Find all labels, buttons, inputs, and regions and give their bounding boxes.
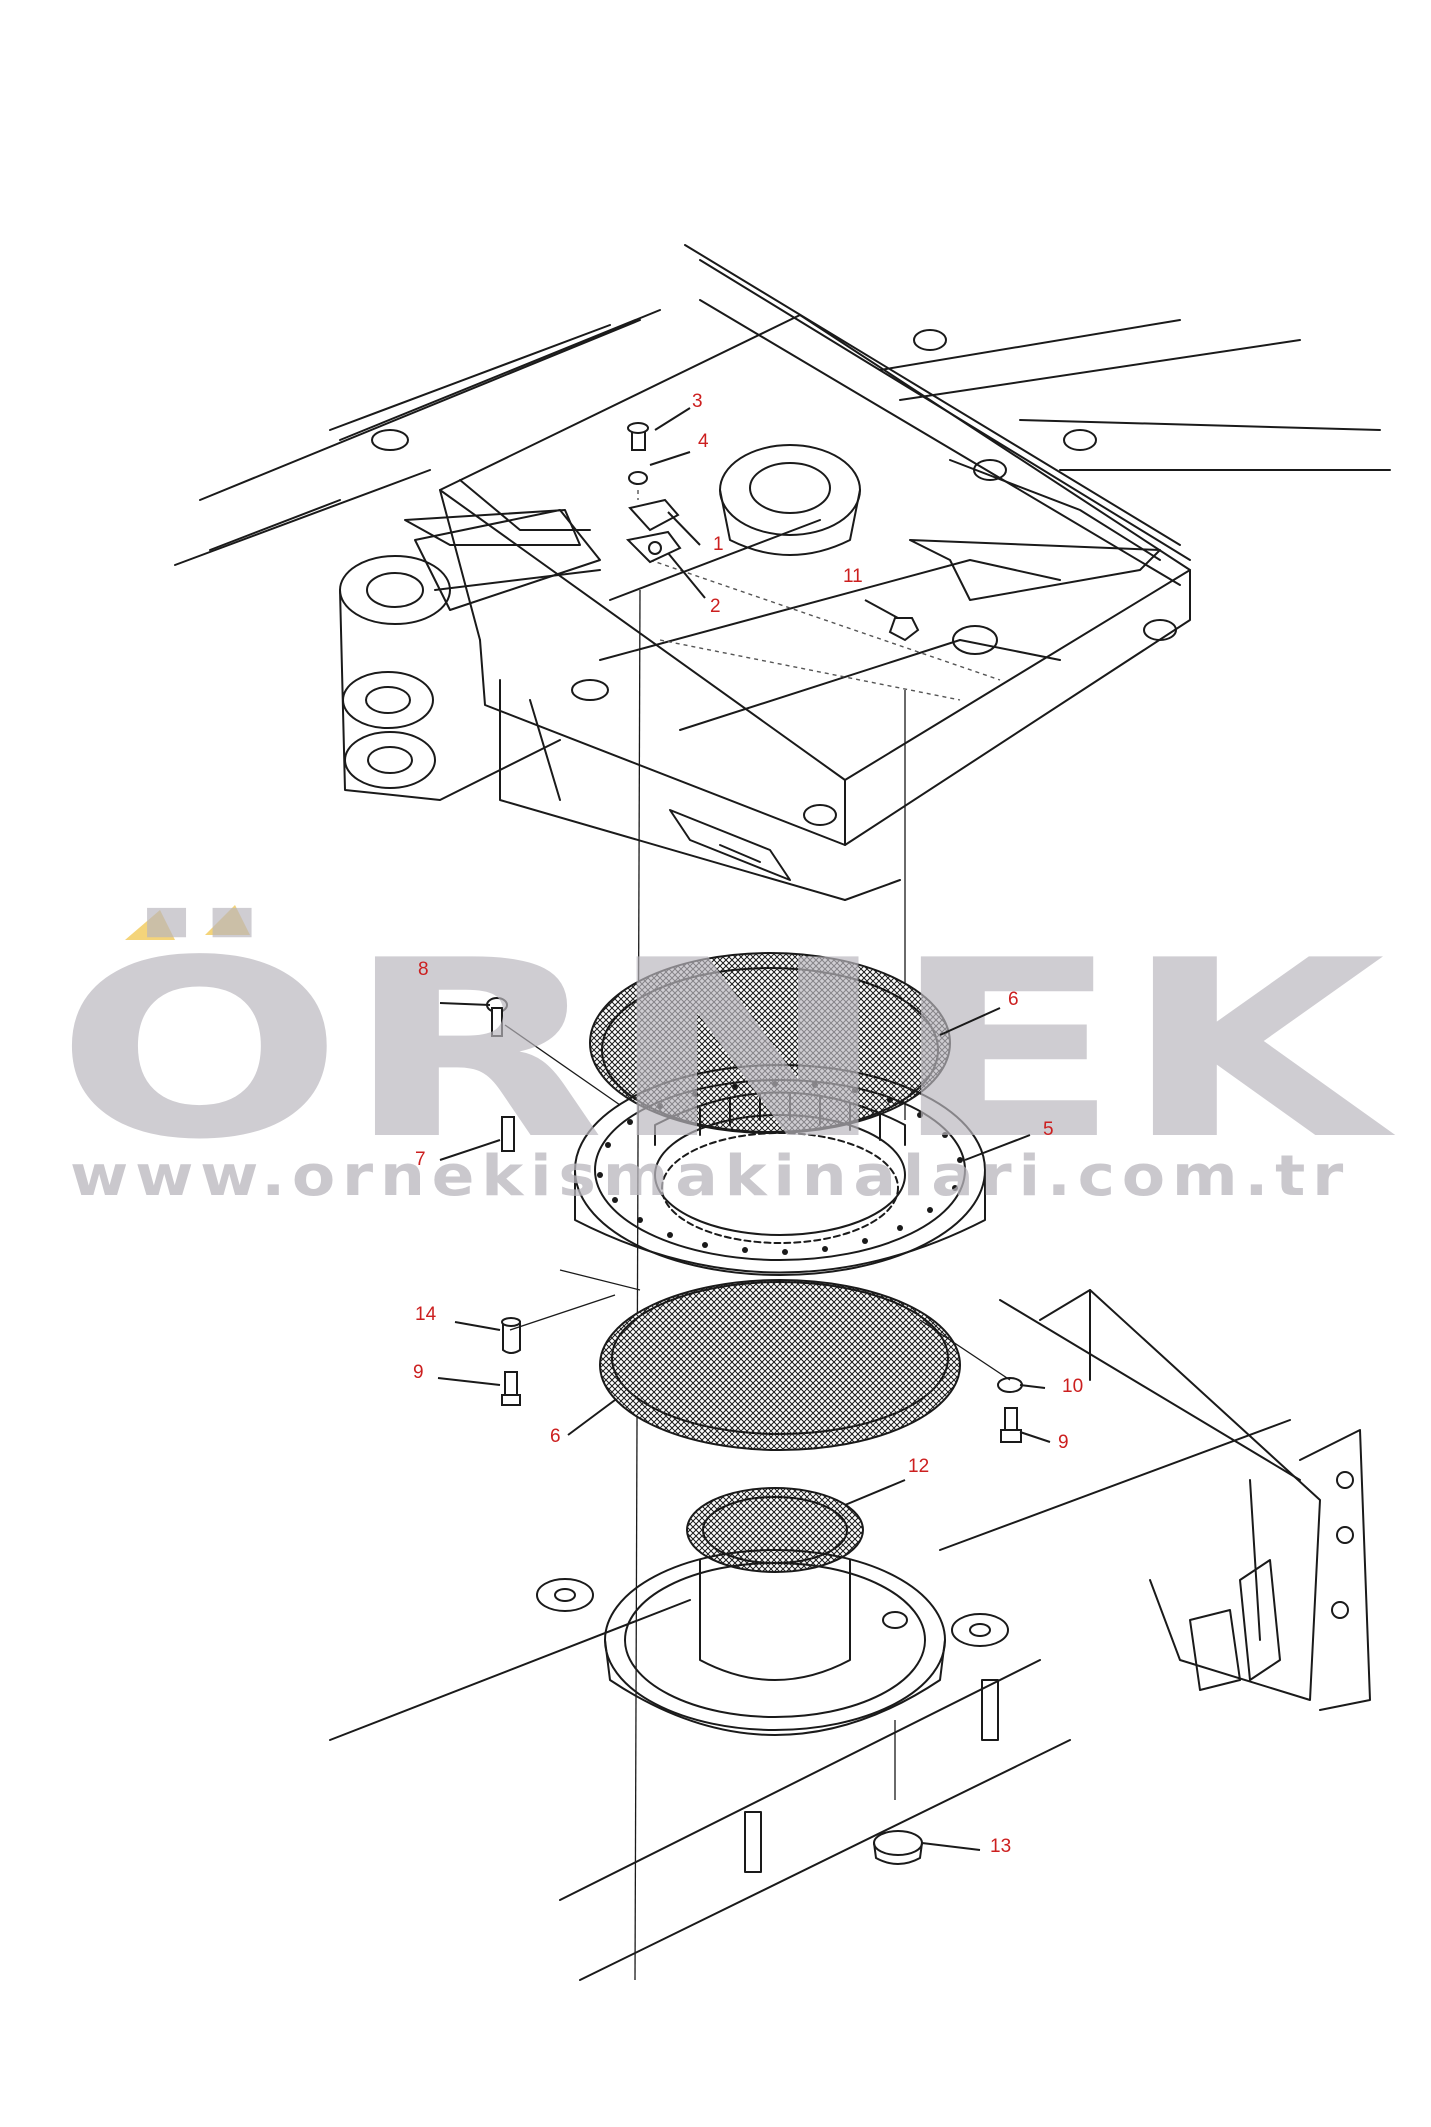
watermark-accent-left (125, 910, 175, 940)
part-10 (997, 1377, 1023, 1393)
small-parts (486, 997, 1023, 1443)
lower-frame (329, 1289, 1371, 1981)
watermark-url: www.ornekismakinalari.com.tr (70, 1144, 1350, 1209)
callout-5: 5 (1043, 1119, 1054, 1140)
callout-leaders (437, 407, 1051, 1851)
part-1 (628, 498, 680, 532)
callout-12: 12 (908, 1456, 929, 1477)
callout-7: 7 (415, 1149, 426, 1170)
part-11 (888, 617, 920, 642)
callout-9-right: 9 (1058, 1432, 1069, 1453)
callout-numbers: 1 2 3 4 5 6 6 7 8 9 9 10 11 12 13 14 (413, 391, 1083, 1857)
part-14 (502, 1321, 521, 1354)
callout-11: 11 (843, 566, 863, 587)
callout-4: 4 (698, 431, 709, 452)
callout-13: 13 (990, 1836, 1011, 1857)
callout-14: 14 (415, 1304, 437, 1325)
callout-10: 10 (1062, 1376, 1083, 1397)
callout-2: 2 (710, 596, 721, 617)
part-9-left (504, 1371, 518, 1396)
part-13 (873, 1830, 923, 1865)
watermark: ÖRNEK www.ornekismakinalari.com.tr (55, 905, 1396, 1209)
callout-8: 8 (418, 959, 429, 980)
part-6-lower (599, 1279, 961, 1451)
part-4 (628, 471, 648, 485)
parts-1-4 (625, 422, 682, 564)
callout-9-left: 9 (413, 1362, 424, 1383)
watermark-brand: ÖRNEK (55, 907, 1396, 1193)
callout-6-upper: 6 (1008, 989, 1019, 1010)
callout-6-lower: 6 (550, 1426, 561, 1447)
upper-frame (174, 244, 1391, 901)
callout-3: 3 (692, 391, 703, 412)
part-12 (686, 1487, 864, 1573)
part-7 (501, 1116, 515, 1152)
callout-1: 1 (713, 534, 724, 555)
part-5 (574, 1064, 986, 1276)
part-9-right (1004, 1407, 1018, 1431)
watermark-accent-right (205, 905, 250, 935)
